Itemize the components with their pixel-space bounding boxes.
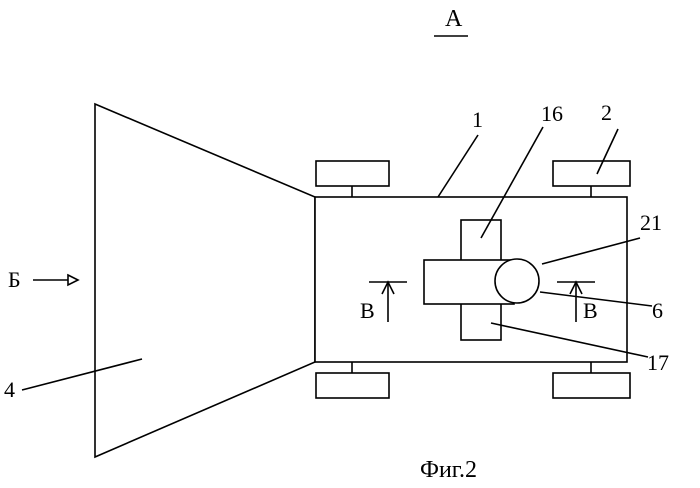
wheel-bottom-left: [316, 373, 389, 398]
view-arrow-head: [68, 275, 78, 285]
figure-caption: Фиг.2: [420, 457, 477, 483]
part-number-1: 1: [472, 107, 483, 132]
wheel-top-right: [553, 161, 630, 186]
arrow-label-b: Б: [8, 267, 21, 292]
part-number-4: 4: [4, 377, 15, 402]
leader-1: [438, 135, 478, 197]
part-number-16: 16: [541, 101, 563, 126]
section-mark-left: В: [360, 298, 375, 323]
wheel-top-left: [316, 161, 389, 186]
part-number-21: 21: [640, 210, 662, 235]
part-number-6: 6: [652, 298, 663, 323]
part-number-17: 17: [647, 350, 669, 375]
view-label: A: [445, 6, 463, 32]
section-mark-right: В: [583, 298, 598, 323]
hopper-part-4: [95, 104, 315, 457]
wheel-bottom-right: [553, 373, 630, 398]
part-number-2: 2: [601, 100, 612, 125]
circle-part-6: [495, 259, 539, 303]
